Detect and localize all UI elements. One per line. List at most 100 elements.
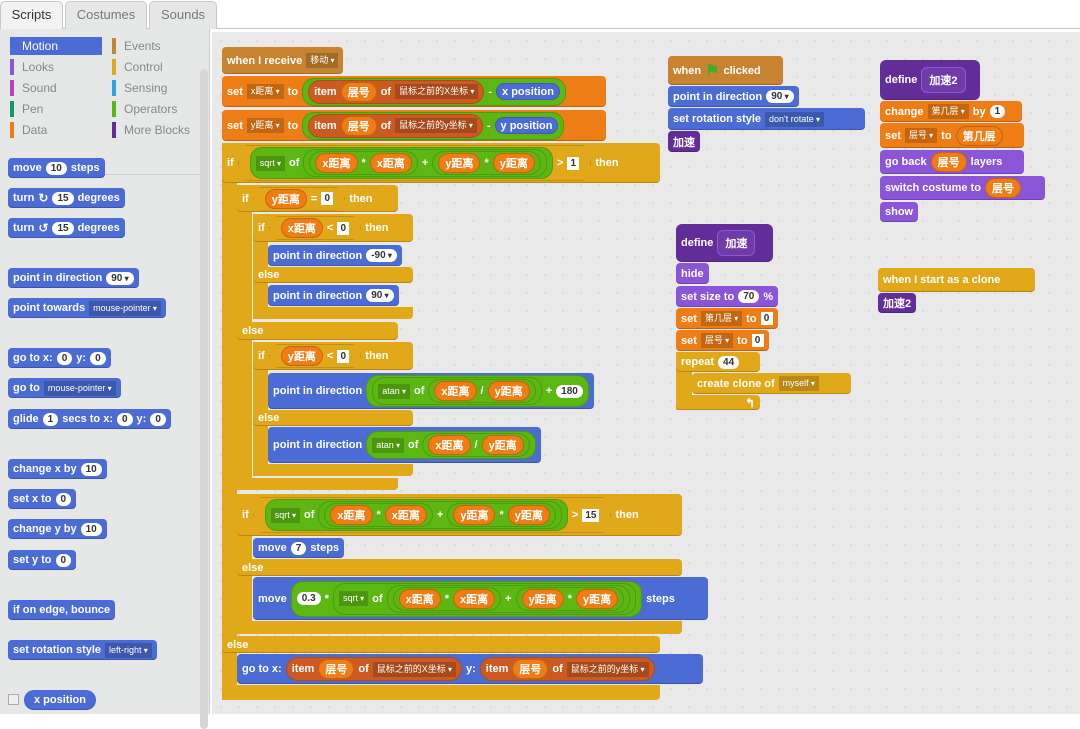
x-position-reporter[interactable]: x position <box>24 690 96 710</box>
text-input[interactable]: 15 <box>582 509 599 522</box>
when-start-as-clone-hat[interactable]: when I start as a clone <box>878 259 1035 292</box>
dropdown[interactable]: atan <box>372 437 404 453</box>
palette-scrollbar[interactable] <box>200 69 208 729</box>
set-variable-block[interactable]: set层号to0 <box>676 330 769 351</box>
tab-scripts[interactable]: Scripts <box>0 1 63 30</box>
text-input[interactable]: 0 <box>751 334 764 347</box>
number-input[interactable]: 10 <box>45 161 67 175</box>
number-input[interactable]: 10 <box>80 522 102 536</box>
show-block[interactable]: show <box>880 202 919 222</box>
point-in-direction-block[interactable]: point in direction-90 <box>268 245 402 266</box>
op-reporter[interactable]: sqrtofx距离*x距离+y距离*y距离 <box>265 499 568 531</box>
dropdown[interactable]: sqrt <box>256 156 285 171</box>
text-input[interactable]: 0 <box>321 192 333 205</box>
dropdown[interactable]: 第几层 <box>700 311 743 326</box>
boolean-reporter[interactable]: sqrtofx距离*x距离+y距离*y距离>15 <box>253 497 612 533</box>
op-reporter[interactable]: y距离*y距离 <box>447 503 556 527</box>
text-input[interactable]: 0 <box>337 350 349 363</box>
category-motion[interactable]: Motion <box>10 37 102 55</box>
set-variable-block[interactable]: set层号to第几层 <box>880 123 1024 148</box>
op-reporter[interactable]: x距离*x距离+y距离*y距离 <box>303 149 547 177</box>
go-to-xy-block[interactable]: go to x:item层号of鼠标之前的X坐标y:item层号of鼠标之前的y… <box>237 654 703 684</box>
motion-reporter[interactable]: x position <box>496 83 560 100</box>
op-reporter[interactable]: 0.3*sqrtofx距离*x距离+y距离*y距离 <box>290 580 643 617</box>
number-input[interactable]: 0 <box>56 351 73 365</box>
set-variable-block[interactable]: sety距离toitem层号of鼠标之前的y坐标-y position <box>222 110 606 141</box>
call-jiasu2-block[interactable]: 加速2 <box>878 293 917 313</box>
number-input[interactable]: 15 <box>52 221 74 235</box>
category-control[interactable]: Control <box>112 58 204 76</box>
dropdown[interactable]: 层号 <box>700 333 734 348</box>
op-reporter[interactable]: y距离*y距离 <box>432 151 541 175</box>
category-looks[interactable]: Looks <box>10 58 102 76</box>
dropdown[interactable]: left-right <box>105 642 152 658</box>
op-reporter[interactable]: sqrtofx距离*x距离+y距离*y距离 <box>332 582 637 615</box>
set-variable-block[interactable]: set第几层to0 <box>676 308 778 329</box>
number-dropdown-input[interactable]: -90 <box>366 249 397 262</box>
when-flag-clicked-hat[interactable]: when⚑clicked <box>668 47 783 85</box>
number-input[interactable]: 44 <box>718 355 740 369</box>
tab-costumes[interactable]: Costumes <box>65 1 147 29</box>
number-input[interactable]: 1 <box>42 412 59 426</box>
number-input[interactable]: 0 <box>150 412 166 426</box>
op-reporter[interactable]: x距离*x距离 <box>392 586 502 611</box>
number-input[interactable]: 0 <box>55 553 72 567</box>
number-dropdown-input[interactable]: 90 <box>366 289 394 302</box>
number-input[interactable]: 0.3 <box>296 592 321 605</box>
hide-block[interactable]: hide <box>676 263 709 284</box>
boolean-reporter[interactable]: sqrtofx距离*x距离+y距离*y距离>1 <box>238 145 592 181</box>
dropdown[interactable]: don't rotate <box>765 111 825 127</box>
op-reporter[interactable]: sqrtofx距离*x距离+y距离*y距离 <box>250 147 553 179</box>
boolean-reporter[interactable]: y距离<0 <box>269 344 362 368</box>
dropdown[interactable]: 鼠标之前的X坐标 <box>395 84 479 99</box>
dropdown[interactable]: 鼠标之前的y坐标 <box>395 118 477 133</box>
op-reporter[interactable]: x距离*x距离+y距离*y距离 <box>318 501 562 529</box>
set-variable-block[interactable]: setx距离toitem层号of鼠标之前的X坐标-x position <box>222 76 606 107</box>
dropdown[interactable]: sqrt <box>271 508 300 523</box>
dropdown[interactable]: 鼠标之前的X坐标 <box>372 661 456 677</box>
boolean-reporter[interactable]: y距离=0 <box>253 187 346 211</box>
number-input[interactable]: 15 <box>52 191 74 205</box>
dropdown[interactable]: x距离 <box>246 84 284 99</box>
category-events[interactable]: Events <box>112 37 204 55</box>
number-dropdown-input[interactable]: 90 <box>766 90 794 103</box>
number-input[interactable]: 0 <box>116 412 133 426</box>
category-operators[interactable]: Operators <box>112 100 204 118</box>
number-input[interactable]: 7 <box>290 541 307 555</box>
number-input[interactable]: 10 <box>80 462 102 476</box>
op-reporter[interactable]: atanofx距离/y距离 <box>366 431 536 459</box>
op-reporter[interactable]: x距离*x距离+y距离*y距离 <box>386 584 631 613</box>
dropdown[interactable]: mouse-pointer <box>89 300 161 316</box>
op-reporter[interactable]: x距离*x距离 <box>324 503 433 527</box>
bounce-block[interactable]: if on edge, bounce <box>8 600 116 620</box>
number-input[interactable]: 1 <box>989 105 1006 118</box>
op-reporter[interactable]: x距离*x距离 <box>309 151 418 175</box>
